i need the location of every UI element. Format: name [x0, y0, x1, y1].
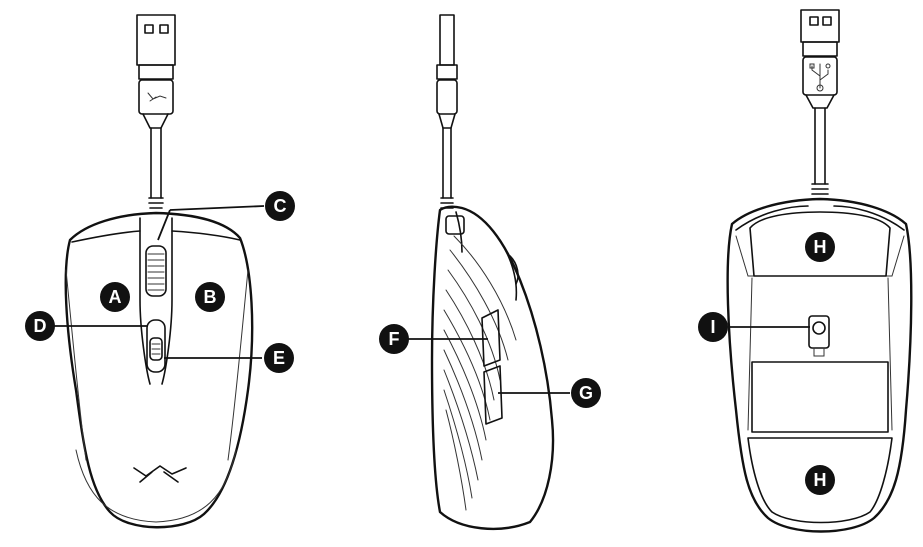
- callout-e: E: [264, 343, 294, 373]
- sensor-plate: [751, 361, 889, 433]
- side-button-forward[interactable]: [481, 309, 501, 367]
- dpi-button[interactable]: [146, 319, 166, 373]
- mouse-top-shell: [64, 211, 254, 529]
- callout-f: F: [379, 324, 409, 354]
- callout-label-a: A: [109, 287, 122, 307]
- hyperx-logo-icon: [133, 465, 187, 483]
- callout-g: G: [571, 378, 601, 408]
- cable-bottom-view: [811, 107, 829, 200]
- callout-label-b: B: [204, 287, 217, 307]
- callout-label-h-bottom: H: [814, 470, 827, 490]
- callout-label-e: E: [273, 348, 285, 368]
- glide-pad-top: [749, 211, 891, 277]
- callout-label-f: F: [389, 329, 400, 349]
- mouse-bottom-shell: [726, 197, 913, 533]
- callout-a: A: [100, 282, 130, 312]
- callout-label-i: I: [710, 317, 715, 337]
- usb-plug-top-view: [136, 14, 176, 129]
- usb-plug-bottom-view: [800, 9, 840, 109]
- leader-lines: [54, 205, 810, 394]
- hyperx-logo-icon: [147, 92, 167, 102]
- usb-icon: [809, 63, 831, 92]
- mouse-bottom-view: [726, 9, 913, 533]
- callout-h-bottom: H: [805, 465, 835, 495]
- callout-d: D: [25, 311, 55, 341]
- callout-c: C: [265, 191, 295, 221]
- side-button-back[interactable]: [483, 365, 503, 425]
- mouse-side-view: [430, 14, 555, 531]
- callout-i: I: [698, 312, 728, 342]
- callout-b: B: [195, 282, 225, 312]
- mouse-top-view: [64, 14, 254, 529]
- cable-side-view: [440, 127, 454, 209]
- callout-label-d: D: [34, 316, 47, 336]
- usb-plug-side-view: [436, 14, 458, 129]
- callout-h-top: H: [805, 232, 835, 262]
- cable-top-view: [148, 127, 164, 214]
- callout-label-g: G: [579, 383, 593, 403]
- scroll-wheel[interactable]: [145, 245, 167, 297]
- callout-label-h-top: H: [814, 237, 827, 257]
- optical-sensor: [808, 315, 830, 357]
- callout-label-c: C: [274, 196, 287, 216]
- glide-pad-bottom: [747, 437, 893, 524]
- mouse-side-shell: [430, 205, 555, 531]
